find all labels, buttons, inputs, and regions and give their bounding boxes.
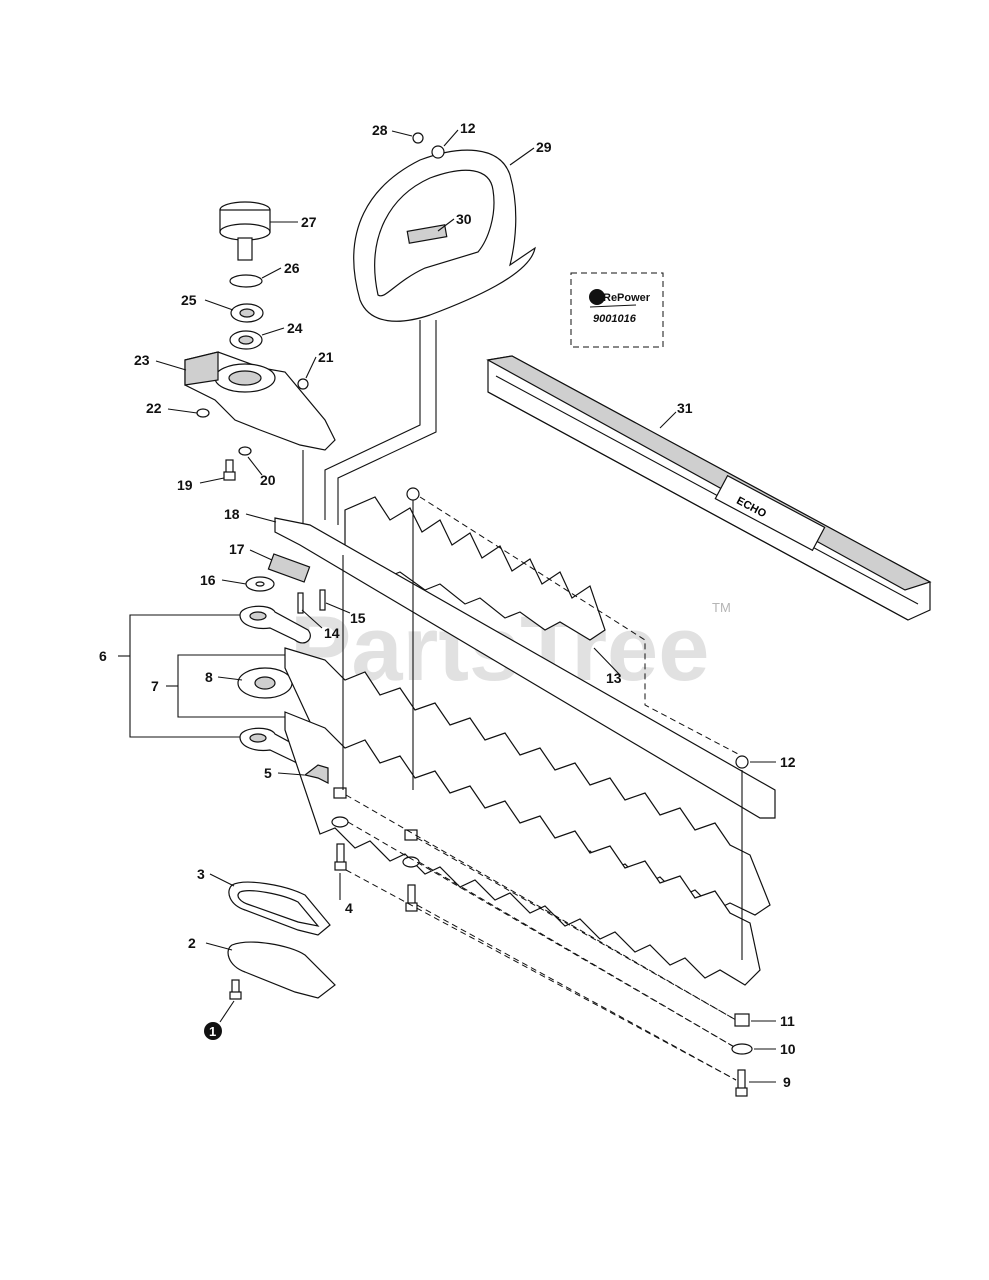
part-12-nut <box>431 145 445 159</box>
callout-3: 3 <box>197 866 205 882</box>
part-28-nut <box>412 132 424 144</box>
part-8-gear <box>237 667 293 699</box>
part-11-nut <box>734 1013 750 1027</box>
callout-31: 31 <box>677 400 693 416</box>
callout-19: 19 <box>177 477 193 493</box>
part-24-bearing <box>229 330 263 350</box>
part-23-gear-case <box>184 351 336 451</box>
part-15-bolt <box>319 589 326 611</box>
watermark-trademark: TM <box>712 600 731 615</box>
part-17-plate <box>267 553 311 583</box>
part-nut-b <box>404 829 418 841</box>
part-21-nut <box>297 378 309 390</box>
part-18-guide-bar <box>274 517 776 819</box>
part-6-connecting-rod-top <box>239 605 311 644</box>
callout-7: 7 <box>151 678 159 694</box>
assembly-line-handle-left <box>324 320 421 520</box>
svg-text:1: 1 <box>209 1024 216 1039</box>
callout-8: 8 <box>205 669 213 685</box>
callout-2: 2 <box>188 935 196 951</box>
part-14-bolt <box>297 592 304 614</box>
repower-box: RePower 9001016 <box>570 272 664 348</box>
callout-22: 22 <box>146 400 162 416</box>
callout-12-bottom: 12 <box>780 754 796 770</box>
bracket-6 <box>129 614 240 738</box>
callout-21: 21 <box>318 349 334 365</box>
part-7-lower-blade-bottom <box>284 711 761 986</box>
callout-28: 28 <box>372 122 388 138</box>
callout-1-circled: 1 <box>204 1022 222 1040</box>
leader-lines <box>118 129 776 1083</box>
callout-5: 5 <box>264 765 272 781</box>
callout-30: 30 <box>456 211 472 227</box>
part-nut-a <box>333 787 347 799</box>
callout-26: 26 <box>284 260 300 276</box>
callout-16: 16 <box>200 572 216 588</box>
callout-4: 4 <box>345 900 353 916</box>
part-1-screw <box>229 979 242 1000</box>
part-bolt-b <box>405 884 418 912</box>
callout-24: 24 <box>287 320 303 336</box>
part-12-nut-lower <box>735 755 749 769</box>
callout-11: 11 <box>780 1013 795 1029</box>
callout-27: 27 <box>301 214 317 230</box>
part-2-cover <box>227 941 336 999</box>
part-26-snap-ring <box>229 274 263 288</box>
repower-label: RePower <box>603 292 651 304</box>
callout-25: 25 <box>181 292 197 308</box>
callout-13: 13 <box>606 670 622 686</box>
callout-18: 18 <box>224 506 240 522</box>
part-29-handle <box>353 149 536 322</box>
assembly-line-handle-right <box>337 320 437 525</box>
part-27-knob <box>219 201 271 261</box>
dashed-line-13 <box>419 496 741 756</box>
part-31-blade-cover: ECHO <box>486 355 932 621</box>
part-5-bracket <box>303 764 329 784</box>
part-4-bolt <box>334 843 347 871</box>
part-25-bearing <box>230 303 264 323</box>
callout-17: 17 <box>229 541 245 557</box>
callout-14: 14 <box>324 625 340 641</box>
callout-12-top: 12 <box>460 120 476 136</box>
part-9-bolt <box>735 1069 748 1097</box>
part-10-washer <box>731 1043 753 1055</box>
part-washer-a <box>331 816 349 828</box>
callout-6: 6 <box>99 648 107 664</box>
callout-9: 9 <box>783 1074 791 1090</box>
callout-23: 23 <box>134 352 150 368</box>
callout-10: 10 <box>780 1041 796 1057</box>
callout-15: 15 <box>350 610 366 626</box>
part-22-grease-plug <box>196 408 210 418</box>
part-20-washer <box>238 446 252 456</box>
callout-20: 20 <box>260 472 276 488</box>
part-13-nut <box>406 487 420 501</box>
part-19-bolt <box>223 459 236 481</box>
callout-29: 29 <box>536 139 552 155</box>
repower-code: 9001016 <box>593 313 637 325</box>
